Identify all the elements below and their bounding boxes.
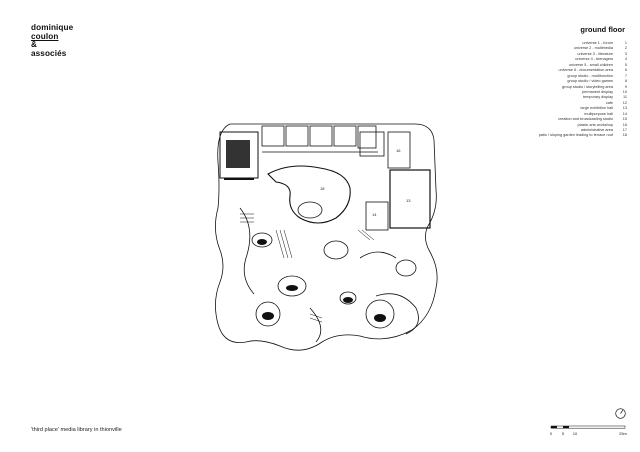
- legend-item: universe 3 - literature 3: [437, 52, 627, 57]
- legend-item-label: universe 2 - multimedia: [573, 46, 613, 51]
- room-14: [365, 201, 389, 231]
- building-outline: [215, 123, 438, 351]
- pod-4: [339, 291, 357, 305]
- room-16: [387, 131, 411, 169]
- legend-item-number: 5: [624, 62, 627, 67]
- legend-item-label: cafe: [605, 100, 613, 105]
- pod-8: [297, 201, 323, 219]
- legend-item-label: patio / sloping garden leading to terrac…: [538, 133, 613, 138]
- scale-bar: 0 5 10 25m: [550, 425, 628, 436]
- plan-label-13: 13: [406, 198, 411, 203]
- pod-2: [277, 275, 307, 297]
- legend-item-number: 13: [622, 106, 627, 111]
- legend-item: group studio / storytelling area 9: [437, 85, 627, 90]
- legend-item: plastic arts workshop 16: [437, 123, 627, 128]
- legend-item-number: 8: [624, 79, 627, 84]
- legend-item: temporary display 11: [437, 95, 627, 100]
- room-top-1: [261, 125, 285, 147]
- pod-6: [395, 259, 417, 277]
- legend-item-number: 15: [622, 117, 627, 122]
- legend-item-number: 12: [622, 100, 627, 105]
- hall-18: [267, 165, 351, 224]
- legend-item-number: 11: [623, 95, 627, 100]
- brand-line-2: coulon: [31, 31, 59, 41]
- legend-item: permanent display 10: [437, 90, 627, 95]
- brand-line-1: dominique: [31, 23, 74, 32]
- curved-wall-1: [239, 207, 255, 295]
- legend-item: universe 5 - small children 5: [437, 63, 627, 68]
- legend-item-number: 14: [622, 111, 627, 116]
- room-top-2: [285, 125, 309, 147]
- legend-item-label: administrative area: [580, 128, 613, 132]
- stair-core: [359, 131, 385, 157]
- pod-1: [251, 232, 273, 248]
- shelving: [240, 213, 375, 323]
- legend-item: multipurpose hall 14: [437, 112, 627, 117]
- legend-item-label: multipurpose hall: [584, 111, 613, 116]
- legend-item-number: 4: [624, 57, 627, 62]
- pod-5: [365, 299, 395, 329]
- legend-item-number: 2: [624, 46, 627, 51]
- plan-label-14: 14: [372, 212, 377, 217]
- legend-item: universe 4 - teenagers 4: [437, 57, 627, 62]
- patio-edge: [375, 293, 419, 335]
- legend-item-label: universe 1 - forum: [582, 41, 613, 45]
- legend-item: universe 2 - multimedia 2: [437, 46, 627, 51]
- legend-item-label: large exhibition hall: [580, 106, 613, 111]
- brand-line-3: &: [31, 40, 38, 50]
- pod-7: [323, 240, 349, 260]
- legend-item-label: group studio / video games: [567, 79, 613, 84]
- room-13: [389, 169, 431, 229]
- legend-item-label: universe 4 - teenagers: [575, 57, 613, 62]
- legend-item-number: 9: [624, 84, 627, 89]
- legend-item-label: group studio - multifunction: [567, 73, 613, 78]
- scale-tick-25: 25m: [619, 431, 627, 436]
- legend-item-label: creation and broadcasting studio: [558, 117, 613, 122]
- legend-item: group studio - multifunction 7: [437, 74, 627, 79]
- legend-item-number: 10: [622, 89, 627, 94]
- room-top-3: [309, 125, 333, 147]
- brand-line-4: associés: [31, 48, 67, 58]
- legend-item: creation and broadcasting studio 15: [437, 117, 627, 122]
- legend-item: patio / sloping garden leading to terrac…: [437, 133, 627, 138]
- sheet-title: ground floor: [580, 25, 625, 34]
- legend-item-label: group studio / storytelling area: [562, 84, 613, 89]
- legend-item-label: plastic arts workshop: [577, 122, 613, 127]
- scale-tick-10: 10: [573, 431, 578, 436]
- brand-logo: dominique coulon & associés: [31, 23, 74, 58]
- room-top-5: [357, 125, 377, 149]
- legend-item-number: 7: [624, 73, 627, 78]
- curved-wall-3: [359, 251, 397, 259]
- plan-label-18: 18: [320, 186, 325, 191]
- legend-item-number: 18: [622, 133, 627, 138]
- legend-item-label: universe 3 - literature: [577, 51, 613, 56]
- legend-item-label: universe 6 - documentation area: [558, 68, 613, 73]
- legend-item: group studio / video games 8: [437, 79, 627, 84]
- legend-item: universe 6 - documentation area 6: [437, 68, 627, 73]
- legend-item: universe 1 - forum 1: [437, 41, 627, 46]
- seating-block: [226, 140, 250, 168]
- legend-item-number: 1: [624, 41, 627, 45]
- legend-item: large exhibition hall 13: [437, 106, 627, 111]
- legend-item-label: permanent display: [581, 89, 613, 94]
- plan-label-16: 16: [396, 148, 401, 153]
- room-top-4: [333, 125, 357, 147]
- legend-item-number: 16: [622, 122, 627, 127]
- north-arrow-icon: [615, 408, 626, 419]
- legend-item-number: 3: [624, 51, 627, 56]
- project-caption: 'third place' media library in thionvill…: [31, 427, 122, 433]
- scale-tick-5: 5: [562, 431, 565, 436]
- legend-item-label: temporary display: [583, 95, 613, 100]
- legend-item-number: 6: [624, 68, 627, 73]
- legend-item-label: universe 5 - small children: [568, 62, 613, 67]
- pod-3: [255, 301, 281, 327]
- scale-tick-0: 0: [550, 431, 553, 436]
- legend-item: cafe 12: [437, 101, 627, 106]
- curved-wall-2: [309, 307, 322, 343]
- legend-item: administrative area 17: [437, 128, 627, 133]
- floor-plan: 18 16 14 13: [215, 123, 438, 351]
- legend-item-number: 17: [622, 128, 627, 132]
